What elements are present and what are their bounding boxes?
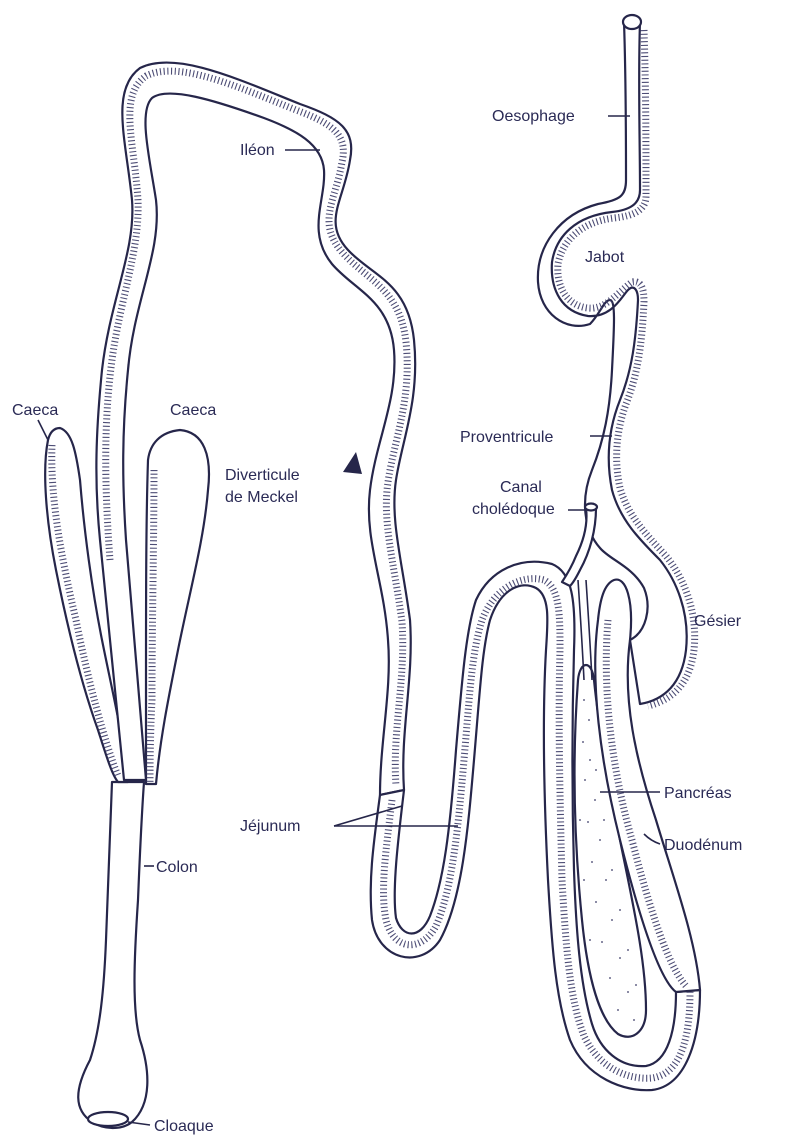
label-gesier: Gésier	[694, 613, 742, 630]
label-diverticule-line1: Diverticule	[225, 467, 300, 484]
label-pancreas: Pancréas	[664, 785, 732, 802]
label-diverticule-line2: de Meckel	[225, 489, 298, 506]
label-canal-line1: Canal	[500, 479, 542, 496]
label-jejunum: Jéjunum	[240, 818, 300, 835]
ileon-shape	[96, 63, 415, 795]
label-cloaque: Cloaque	[154, 1118, 214, 1135]
label-caeca-left: Caeca	[12, 402, 58, 419]
label-canal-line2: cholédoque	[472, 501, 555, 518]
colon-shape	[78, 782, 147, 1128]
leader-caeca-left	[38, 420, 48, 440]
label-colon: Colon	[156, 859, 198, 876]
label-oesophage: Oesophage	[492, 108, 575, 125]
label-ileon: Iléon	[240, 142, 275, 159]
pancreatic-duct-1	[578, 580, 584, 680]
oesophage-opening	[623, 15, 641, 29]
diverticule-meckel-mark	[343, 452, 362, 474]
label-proventricule: Proventricule	[460, 429, 553, 446]
canal-choledoque-shape	[562, 508, 596, 586]
label-duodenum: Duodénum	[664, 837, 742, 854]
label-jabot: Jabot	[585, 249, 625, 266]
cloaque-opening	[88, 1112, 128, 1126]
label-caeca-right: Caeca	[170, 402, 216, 419]
